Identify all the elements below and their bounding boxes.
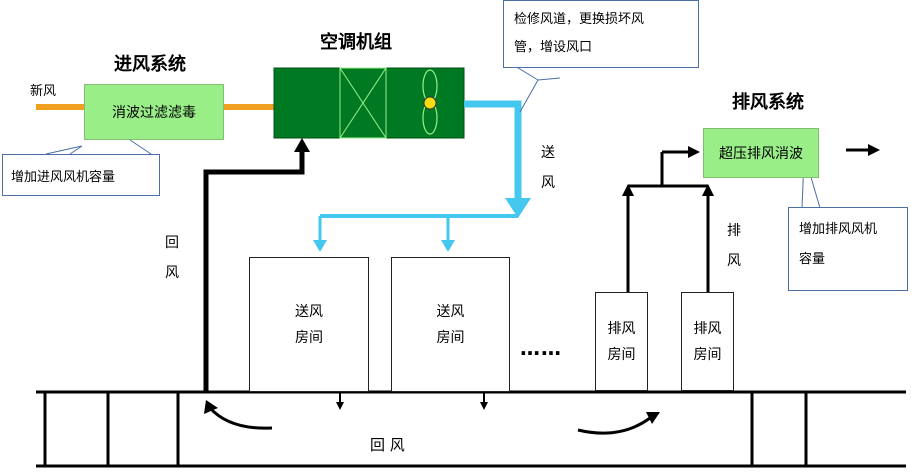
- more-rooms-ellipsis: ……: [520, 336, 562, 360]
- exhaust-callout: 增加排风风机 容量: [788, 207, 908, 291]
- ahu-heading: 空调机组: [320, 32, 392, 53]
- air-handling-unit: [273, 67, 465, 139]
- intake-callout-text: 增加进风风机容量: [11, 169, 116, 185]
- exhaust-system-heading: 排风系统: [732, 92, 804, 113]
- exhaust-arrow-3: [688, 146, 700, 158]
- intake-system-heading: 进风系统: [114, 54, 186, 75]
- fan-icon: [422, 69, 438, 135]
- supply-duct: [313, 100, 531, 252]
- return-duct: [203, 138, 310, 392]
- exhaust-unit-label: 超压排风消波: [719, 146, 803, 162]
- return-air-label-bottom: 回 风: [370, 436, 405, 454]
- room-outflow-arrows: [336, 392, 488, 410]
- fresh-air-label: 新风: [30, 84, 57, 99]
- exhaust-unit: 超压排风消波: [703, 128, 819, 178]
- fresh-air-pipe: [36, 104, 86, 110]
- return-flow-arrows: [204, 400, 660, 435]
- supply-room-2: 送风 房间: [391, 257, 510, 392]
- supply-air-label: 送 风: [541, 145, 555, 191]
- exhaust-arrow-1: [622, 184, 634, 196]
- intake-filter-unit: 消波过滤滤毒: [84, 84, 224, 140]
- exhaust-duct: [626, 150, 710, 292]
- exhaust-air-label: 排 风: [727, 223, 741, 269]
- supply-room-1: 送风 房间: [249, 257, 369, 392]
- duct-callout-line1: 检修风道，更换损坏风: [514, 12, 645, 27]
- exhaust-callout-line2: 容量: [799, 252, 826, 267]
- duct-callout: 检修风道，更换损坏风 管，增设风口: [503, 0, 699, 68]
- exhaust-callout-line1: 增加排风风机: [799, 222, 878, 237]
- return-air-label-left: 回 风: [165, 235, 179, 281]
- exhaust-room-1: 排风 房间: [595, 292, 648, 391]
- intake-box-dividers: [129, 84, 801, 178]
- duct-callout-line2: 管，增设风口: [514, 40, 593, 55]
- exhaust-arrow-2: [702, 184, 714, 196]
- intake-callout: 增加进风风机容量: [2, 154, 160, 196]
- return-corridor: [36, 390, 906, 468]
- exhaust-out-arrow: [846, 144, 880, 156]
- exhaust-room-2: 排风 房间: [681, 292, 734, 391]
- intake-filter-label: 消波过滤滤毒: [112, 105, 196, 121]
- intake-to-ahu-pipe: [224, 104, 274, 110]
